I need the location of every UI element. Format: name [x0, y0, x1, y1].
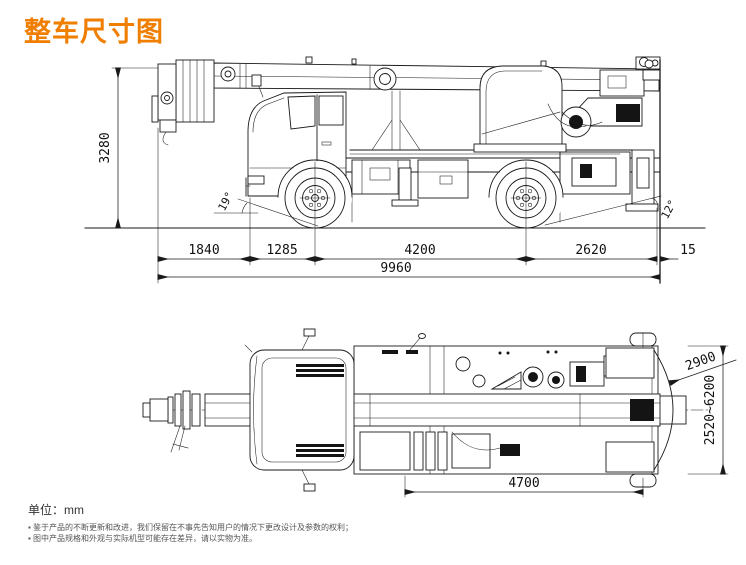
- dim-approach-angle: 19°: [216, 190, 237, 214]
- dim-outrigger-span: 2520~6200: [703, 375, 718, 445]
- note-line-1: ▪ 鉴于产品的不断更新和改进，我们保留在不事先告知用户的情况下更改设计及参数的权…: [28, 523, 354, 532]
- dim-bumper-to-axle: 1285: [266, 243, 297, 258]
- footer: 单位：mm ▪ 鉴于产品的不断更新和改进，我们保留在不事先告知用户的情况下更改设…: [28, 501, 708, 544]
- mirror-top: [303, 328, 316, 337]
- cab-top: [244, 328, 355, 492]
- dim-rear-overhang: 2620: [575, 243, 606, 258]
- mirror-bottom: [303, 483, 316, 492]
- tail-swing-arc: [653, 349, 674, 471]
- superstructure-side: [349, 59, 661, 155]
- dim-front-overhang: 1840: [188, 243, 219, 258]
- angle-12: 12°: [544, 195, 680, 226]
- side-dimensions: 3280 1840 1285 4200 2620 15 9960: [98, 59, 696, 284]
- dim-outrigger-base: 4700: [508, 476, 539, 491]
- dim-overall-length: 9960: [380, 261, 411, 276]
- note-line-2: ▪ 图中产品规格和外观与实际机型可能存在差异，请以实物为准。: [28, 533, 258, 543]
- chassis-side: [249, 149, 661, 223]
- page-title: 整车尺寸图: [24, 17, 164, 47]
- dim-tail-gap: 15: [680, 243, 696, 258]
- dim-departure-angle: 12°: [659, 198, 680, 222]
- dim-wheelbase: 4200: [404, 243, 435, 258]
- dim-overall-height: 3280: [98, 132, 113, 163]
- dim-tail-swing-radius: 2900: [684, 349, 719, 374]
- side-view: 19° 12° 3280: [84, 56, 706, 284]
- unit-label: 单位：mm: [28, 503, 84, 517]
- antenna-top: [407, 333, 426, 353]
- top-view: 2520~6200 2900 4700: [142, 328, 737, 498]
